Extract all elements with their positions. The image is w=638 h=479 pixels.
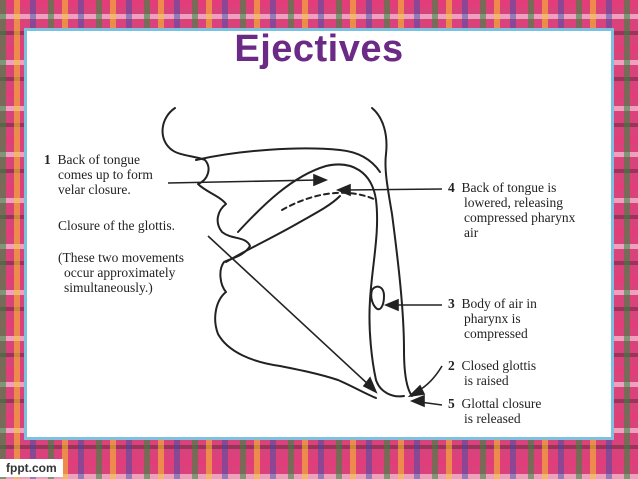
label-3-line-2: pharynx is: [464, 311, 521, 326]
label-1-line-1: 1 Back of tongue: [44, 152, 153, 167]
arrow-1-line: [167, 179, 319, 184]
label-1-line-2: comes up to form: [58, 167, 153, 182]
arrow-4-head: [335, 183, 351, 197]
label-2: 2 Closed glottis is raised: [448, 358, 536, 388]
label-2-number: 2: [448, 358, 455, 373]
label-4: 4 Back of tongue is lowered, releasing c…: [448, 180, 575, 240]
arrow-5-head: [409, 394, 425, 408]
arrow-2-head: [407, 384, 426, 398]
label-1-text-1: Back of tongue: [57, 152, 140, 167]
label-3-number: 3: [448, 296, 455, 311]
jaw-outline: [225, 195, 341, 263]
label-3-line-3: compressed: [464, 326, 528, 341]
label-4-text-1: Back of tongue is: [461, 180, 557, 195]
head-profile-outline: [161, 107, 377, 399]
pharynx-back-wall: [371, 107, 413, 397]
label-note-line-2: occur approximately: [64, 265, 176, 280]
label-closure-line-1: Closure of the glottis.: [58, 218, 175, 233]
label-2-line-2: is raised: [464, 373, 509, 388]
arrow-1-head: [313, 173, 329, 187]
label-note: (These two movements occur approximately…: [58, 250, 184, 295]
label-4-number: 4: [448, 180, 455, 195]
slide-panel: [24, 28, 614, 440]
label-5-line-2: is released: [464, 411, 521, 426]
label-note-line-1: (These two movements: [58, 250, 184, 265]
label-4-line-1: 4 Back of tongue is: [448, 180, 575, 195]
pharynx-cavity: [370, 285, 385, 311]
arrow-glottis-head: [362, 376, 378, 394]
label-2-text-1: Closed glottis: [461, 358, 537, 373]
label-5: 5 Glottal closure is released: [448, 396, 541, 426]
label-5-text-1: Glottal closure: [461, 396, 542, 411]
label-3-text-1: Body of air in: [461, 296, 537, 311]
label-4-line-2: lowered, releasing: [464, 195, 563, 210]
palate-outline: [195, 147, 381, 173]
label-1-number: 1: [44, 152, 51, 167]
tongue-outline: [237, 163, 405, 398]
label-2-line-1: 2 Closed glottis: [448, 358, 536, 373]
footer-watermark: fppt.com: [0, 459, 63, 477]
label-4-line-3: compressed pharynx: [464, 210, 576, 225]
label-note-line-3: simultaneously.): [64, 280, 153, 295]
label-3: 3 Body of air in pharynx is compressed: [448, 296, 537, 341]
arrow-3-head: [383, 298, 399, 312]
label-closure-glottis: Closure of the glottis.: [58, 218, 175, 233]
arrow-4-line: [345, 188, 443, 191]
label-1: 1 Back of tongue comes up to form velar …: [44, 152, 153, 197]
arrow-glottis-line: [207, 235, 371, 387]
label-5-number: 5: [448, 396, 455, 411]
slide-title: Ejectives: [234, 28, 404, 70]
label-3-line-1: 3 Body of air in: [448, 296, 537, 311]
label-4-line-4: air: [464, 225, 479, 240]
lowered-tongue-dashed: [281, 191, 377, 211]
label-5-line-1: 5 Glottal closure: [448, 396, 541, 411]
label-1-line-3: velar closure.: [58, 182, 131, 197]
